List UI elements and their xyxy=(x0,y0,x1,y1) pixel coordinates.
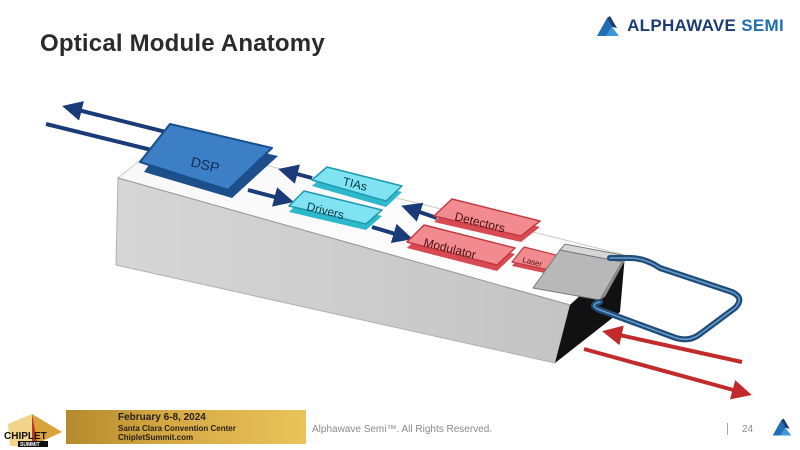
detectors-block: Detectors xyxy=(433,198,541,242)
footer-divider xyxy=(727,423,728,435)
alphawave-logo-text: ALPHAWAVE SEMI xyxy=(627,16,784,35)
fiber-loop-highlight xyxy=(593,257,741,341)
event-url: ChipletSummit.com xyxy=(118,433,194,442)
chiplet-summit-logo: CHIPLET SUMMIT xyxy=(4,414,62,448)
alphawave-logo: ALPHAWAVE SEMI xyxy=(595,12,784,40)
dsp-label: DSP xyxy=(189,153,221,175)
event-venue: Santa Clara Convention Center xyxy=(118,424,236,433)
internal-electrical-arrows xyxy=(247,164,438,244)
dsp-block: DSP xyxy=(139,123,278,198)
summit-logo-text: SUMMIT xyxy=(20,442,40,448)
tias-block: TIAs xyxy=(311,166,403,207)
drivers-block: Drivers xyxy=(288,190,383,230)
modulator-block: Modulator xyxy=(406,224,516,271)
event-date: February 6-8, 2024 xyxy=(118,412,206,423)
tias-label: TIAs xyxy=(341,174,368,194)
event-banner[interactable]: February 6-8, 2024 Santa Clara Conventio… xyxy=(66,410,306,444)
slide-title: Optical Module Anatomy xyxy=(40,30,325,57)
optical-io-arrows xyxy=(583,325,752,400)
alphawave-logo-icon xyxy=(597,16,620,36)
page-number: 24 xyxy=(742,424,754,435)
alphawave-footer-icon xyxy=(772,418,792,436)
copyright-text: Alphawave Semi™. All Rights Reserved. xyxy=(312,424,493,435)
chiplet-logo-text: CHIPLET xyxy=(4,431,47,442)
